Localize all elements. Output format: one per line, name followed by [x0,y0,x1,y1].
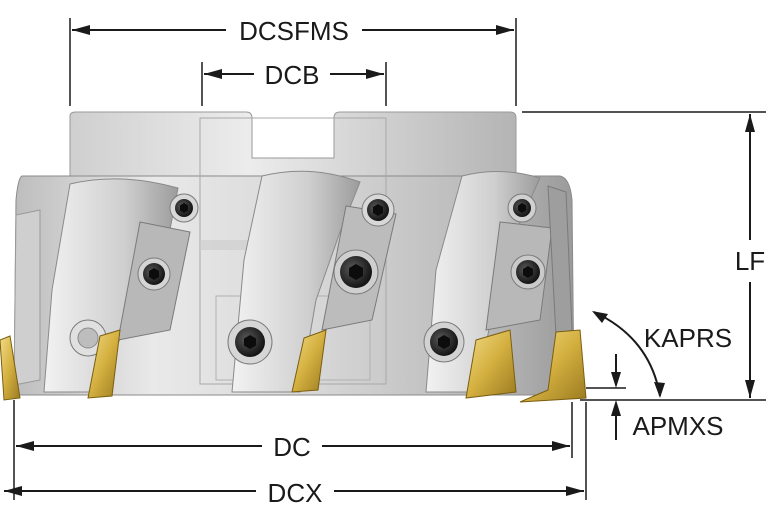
screw-icon [333,249,379,295]
left-edge [13,209,41,386]
label-dc: DC [273,432,311,462]
insert-left-edge [0,335,21,401]
screw-icon [510,254,546,290]
inserts [0,329,587,403]
label-dcx: DCX [268,478,323,508]
dimension-lines [4,18,766,500]
screw-icon [69,319,107,357]
insert-right [465,329,517,399]
screw-icon [361,193,395,227]
insert-center [291,329,327,393]
screw-icon [423,321,465,363]
insert-left [87,329,121,399]
screw-icon [169,193,199,223]
screw-icon [227,319,273,365]
right-edge [547,185,573,337]
screw-icon [137,257,171,291]
label-kaprs: KAPRS [644,323,732,353]
label-dcsfms: DCSFMS [239,16,349,46]
label-apmxs: APMXS [632,411,723,441]
insert-far-right [519,329,587,403]
label-dcb: DCB [265,60,320,90]
screws [69,193,546,365]
hub [69,111,517,177]
screw-icon [507,193,537,223]
label-lf: LF [735,246,765,276]
dimension-labels: DCSFMS DCB LF KAPRS APMXS DC DCX [239,16,765,508]
